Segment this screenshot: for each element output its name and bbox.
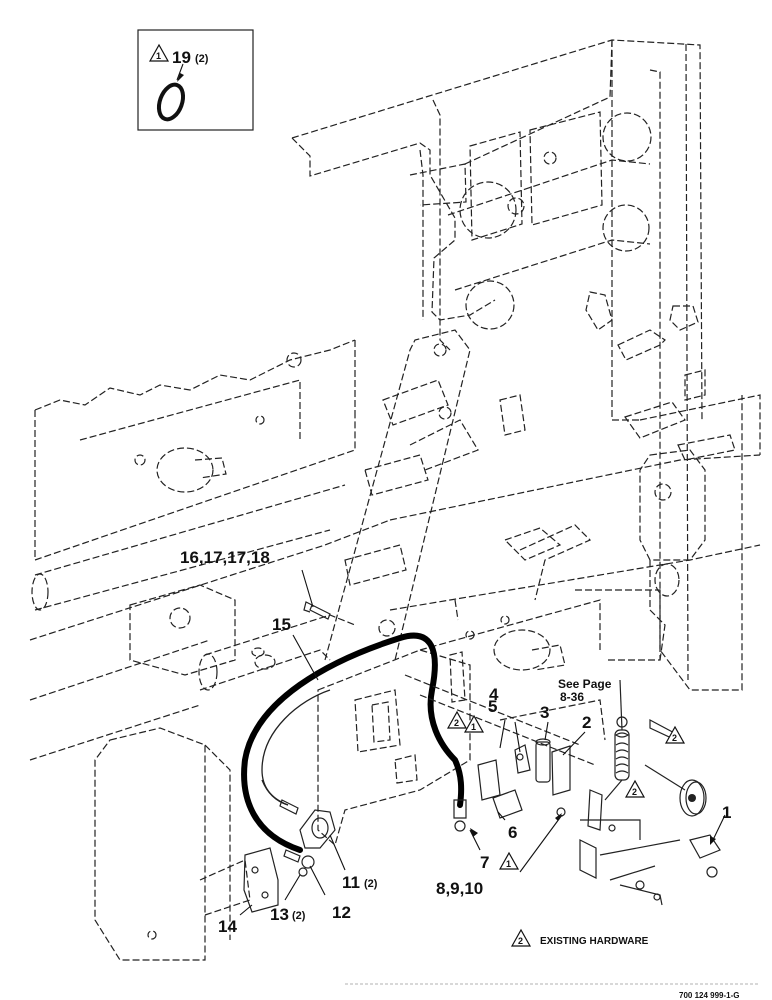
leader-11: [329, 834, 346, 871]
leader-15: [292, 634, 319, 681]
leader-3: [544, 721, 549, 741]
note-triangle-icon: 2: [446, 710, 468, 729]
callout-15: 15: [272, 615, 291, 634]
figure-number: 700 124 999-1-G: [679, 991, 740, 1000]
svg-text:1: 1: [506, 859, 511, 869]
callout-14: 14: [218, 917, 237, 936]
leader-14: [239, 904, 253, 916]
clip-4: [514, 744, 531, 774]
svg-text:2: 2: [454, 718, 459, 728]
left-frame: [34, 339, 356, 561]
leader-6: [497, 811, 506, 821]
svg-text:1: 1: [471, 722, 476, 732]
callout-6: 6: [508, 823, 517, 842]
note-triangle-icon: 1: [498, 851, 520, 870]
o-ring-icon: [156, 82, 186, 122]
leader-13: [284, 874, 301, 901]
bracket-2: [551, 745, 571, 796]
leader-7: [469, 829, 481, 851]
existing-hardware-markers: 2 2 2 1 1: [446, 710, 686, 870]
note-triangle-icon: 1: [463, 714, 485, 733]
bracket-11: [299, 809, 336, 849]
leaders: [239, 569, 726, 916]
callout-8: 8,9,10: [436, 879, 483, 898]
inset-leader: [176, 63, 184, 81]
spring: [614, 732, 630, 774]
leader-1: [711, 814, 726, 843]
lower-left-panel: [94, 727, 251, 961]
note-triangle-icon: 1: [148, 43, 170, 62]
svg-text:1: 1: [156, 51, 161, 61]
quantity-11: (2): [364, 878, 378, 890]
fitting-12: [301, 855, 315, 869]
callout-3: 3: [540, 703, 549, 722]
cylinder-assembly: [404, 674, 596, 819]
hydraulic-hose: [241, 632, 467, 853]
callout-16: 16,17,17,18: [180, 548, 270, 567]
callout-4: 4: [489, 685, 499, 704]
callout-1: 1: [722, 803, 731, 822]
callout-13: 13: [270, 905, 289, 924]
leader-4: [514, 721, 521, 753]
callout-11: 11: [342, 873, 360, 892]
right-crossmember: [389, 369, 761, 661]
bolt-16: [303, 601, 331, 620]
see-page-line1: See Page: [558, 677, 612, 691]
legend: 2 EXISTING HARDWARE: [510, 928, 649, 947]
lower-shaft: [29, 484, 391, 761]
leader-5: [499, 719, 506, 749]
callout-5: 5: [488, 697, 497, 716]
callout-12: 12: [332, 903, 351, 922]
plate-5: [477, 759, 501, 801]
leader-8: [519, 814, 563, 873]
see-page-line2: 8-36: [560, 690, 584, 704]
pin-1: [689, 834, 721, 859]
fitting-13: [298, 867, 308, 877]
bracket-6: [492, 789, 523, 819]
hose-fitting-right: [453, 799, 467, 819]
callout-7: 7: [480, 853, 489, 872]
svg-text:2: 2: [632, 787, 637, 797]
leader-12: [309, 865, 326, 896]
see-page-reference: See Page 8-36: [558, 677, 612, 704]
note-triangle-icon: 2: [510, 928, 532, 947]
leader-16: [301, 569, 314, 608]
note-triangle-icon: 2: [624, 779, 646, 798]
cylinder-3: [535, 741, 551, 783]
callout-2: 2: [582, 713, 591, 732]
inset-part-number: 19: [172, 48, 191, 67]
pulley: [679, 779, 705, 817]
bracket-assembly: [283, 809, 336, 877]
hose-fitting-upper: [279, 799, 299, 815]
inset-quantity: (2): [195, 53, 209, 65]
callout-labels: 16,17,17,18 15 5 4 3 2 6 7 8,9,10 11 (2)…: [180, 548, 731, 936]
svg-text:2: 2: [672, 733, 677, 743]
inset-box: 1 19 (2): [137, 29, 254, 131]
leader-2: [562, 731, 586, 756]
quantity-13: (2): [292, 910, 306, 922]
svg-text:2: 2: [518, 936, 523, 946]
spring-linkage: [579, 679, 721, 906]
figure-footer: 700 124 999-1-G: [345, 983, 760, 1000]
upper-frame: [291, 39, 743, 691]
note-triangle-icon: 2: [664, 725, 686, 744]
legend-text: EXISTING HARDWARE: [540, 936, 649, 947]
diagonal-mast: [324, 329, 592, 661]
bracket-14: [243, 847, 279, 913]
